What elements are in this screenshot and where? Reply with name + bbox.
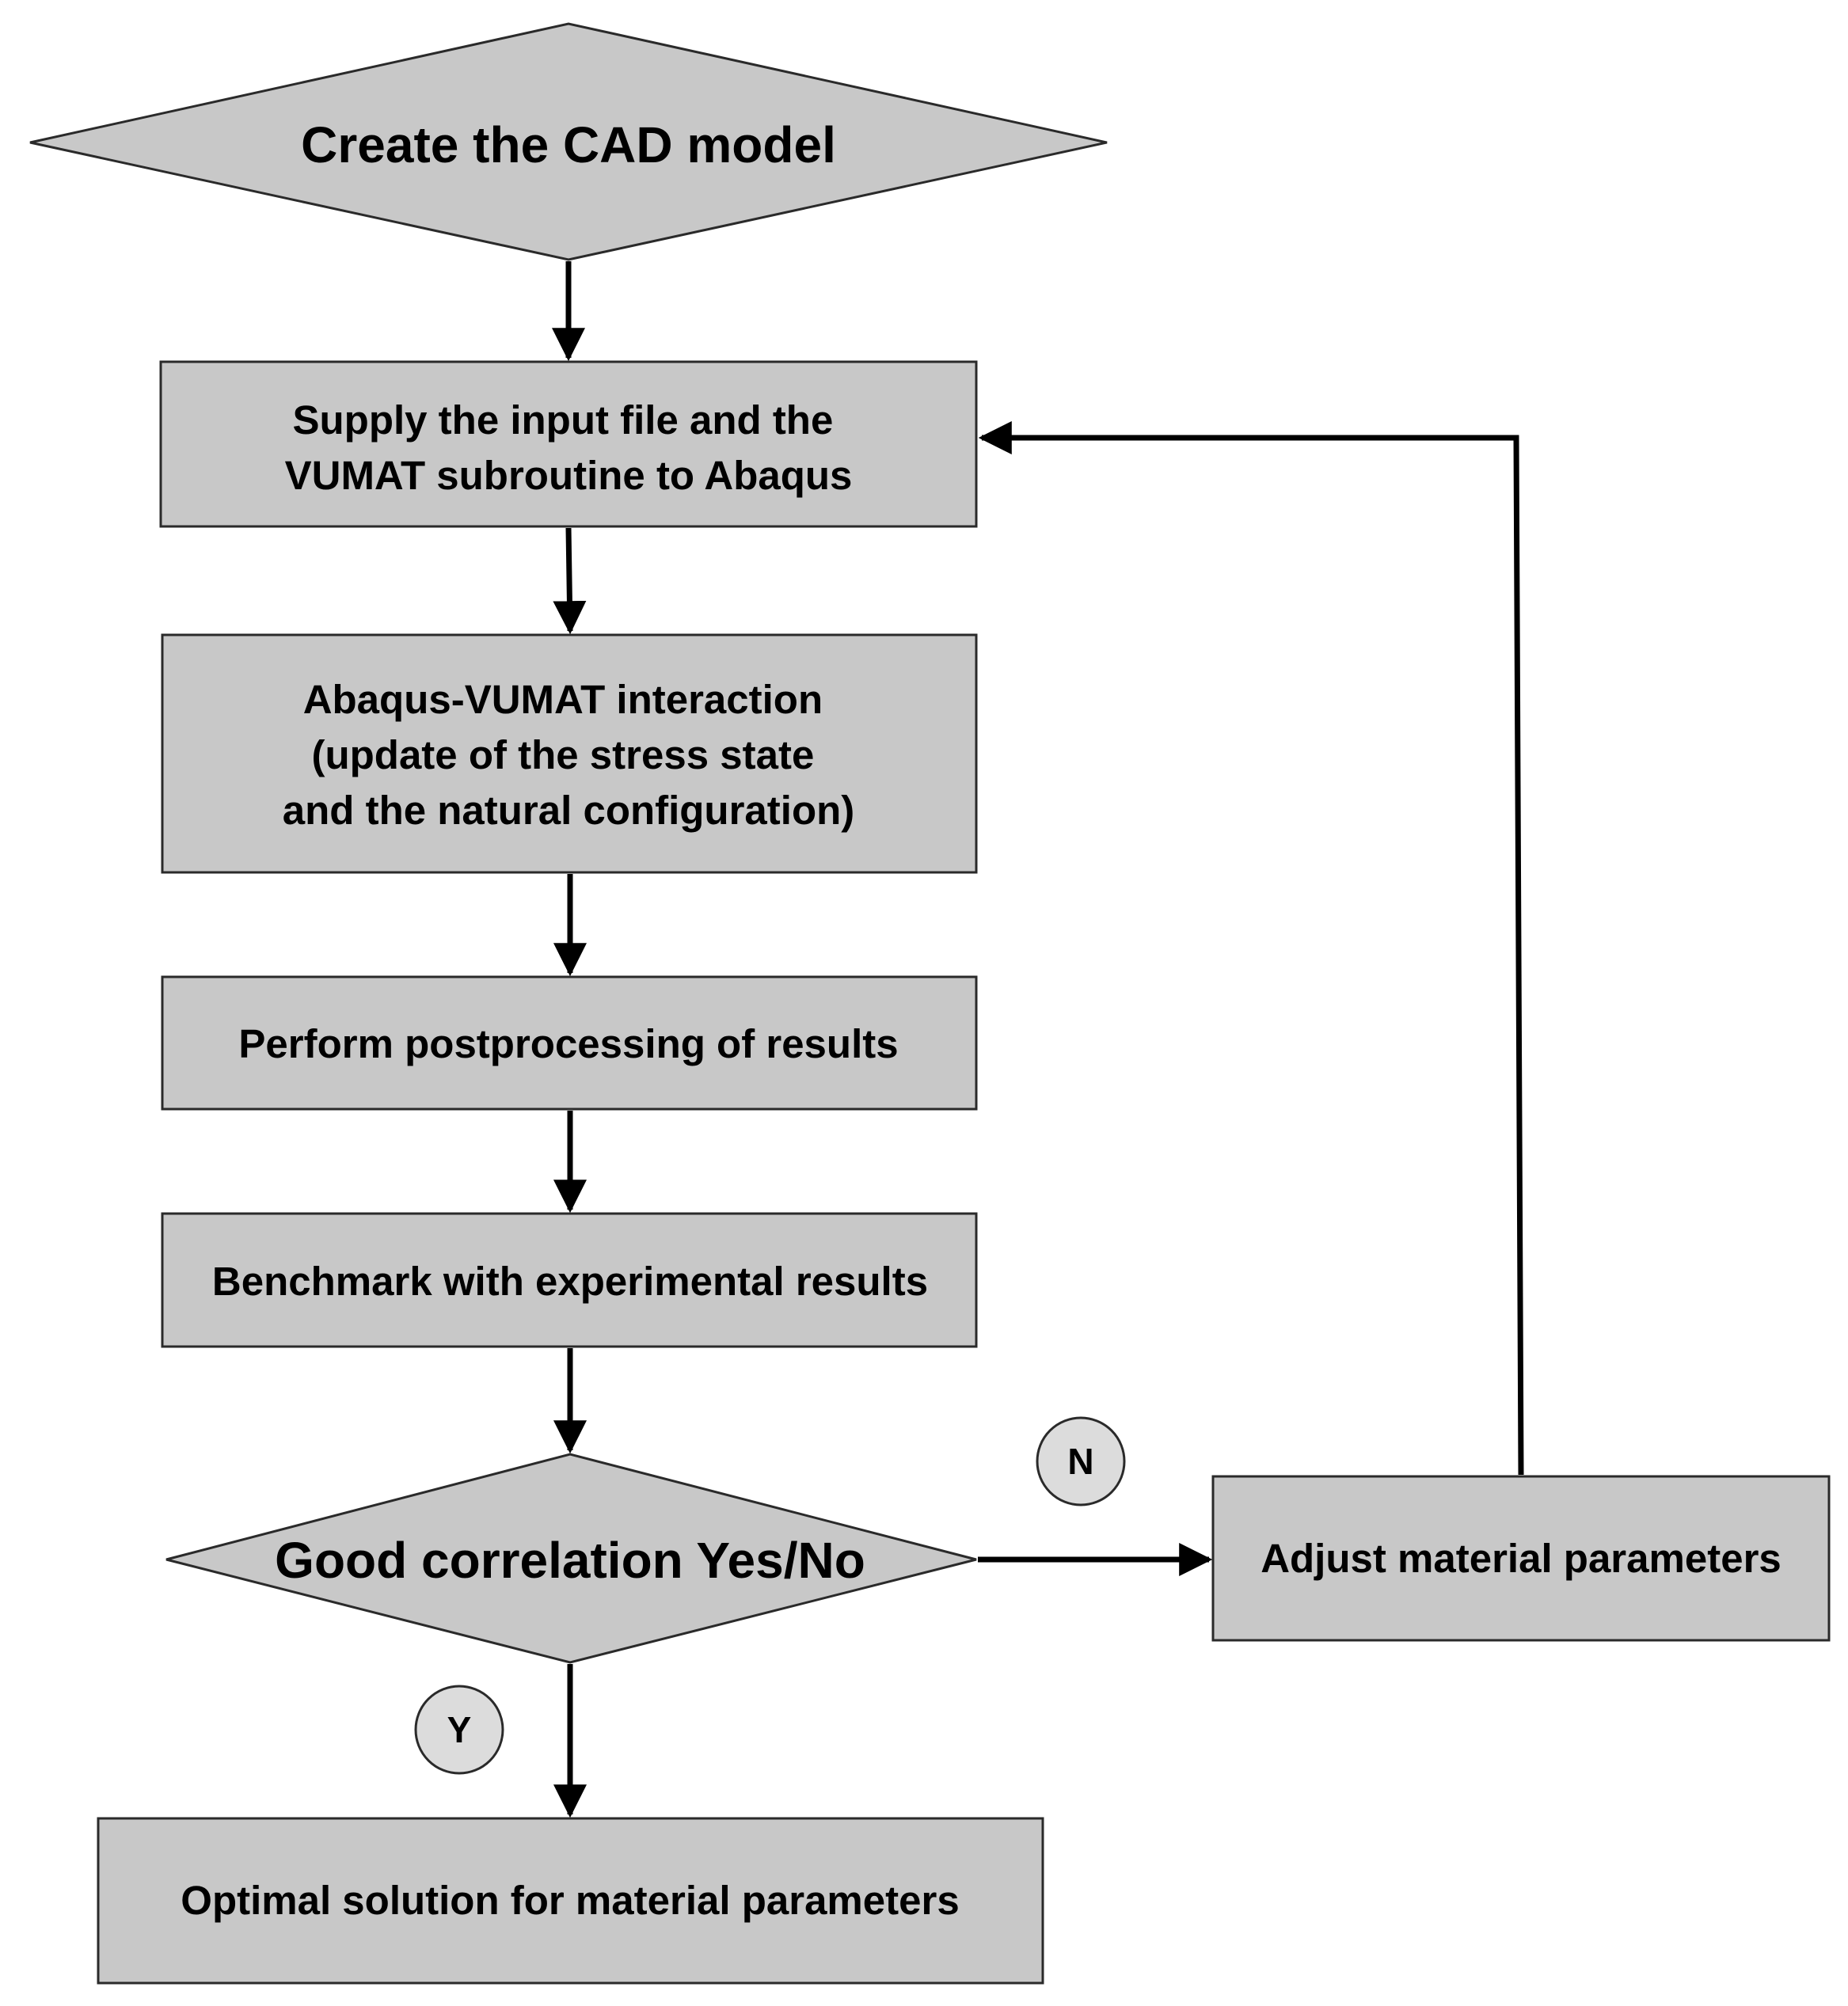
postprocess-node-label: Perform postprocessing of results (238, 1021, 898, 1066)
optimal-node-label: Optimal solution for material parameters (181, 1878, 959, 1923)
supply-node-label: Supply the input file and the VUMAT subr… (285, 397, 853, 498)
decision-node-label: Good correlation Yes/No (275, 1532, 865, 1589)
decision-diamond-shape (165, 1453, 977, 1664)
optimal-node: Optimal solution for material parameters (97, 1817, 1044, 1985)
yes-badge-circle (414, 1685, 504, 1775)
supply-node-line-1: Supply the input file and the (293, 397, 834, 443)
adjust-box-shape (1211, 1475, 1831, 1642)
interaction-box-shape (161, 633, 978, 874)
start-node-label: Create the CAD model (301, 116, 836, 173)
decision-node: Good correlation Yes/No (165, 1453, 977, 1664)
arrow-supply-to-interaction (553, 527, 587, 635)
supply-box-shape (159, 360, 978, 528)
no-branch-badge: N (1036, 1416, 1126, 1506)
interaction-node-line-2: (update of the stress state (312, 732, 815, 777)
start-node: Create the CAD model (29, 22, 1108, 261)
postprocess-box-shape (161, 975, 978, 1111)
yes-badge-label: Y (447, 1709, 472, 1750)
benchmark-node: Benchmark with experimental results (161, 1212, 978, 1348)
supply-node-line-2: VUMAT subroutine to Abaqus (285, 453, 853, 498)
start-diamond-shape (29, 22, 1108, 261)
optimal-box-shape (97, 1817, 1044, 1985)
interaction-node-line-1: Abaqus-VUMAT interaction (303, 677, 823, 722)
interaction-node: Abaqus-VUMAT interaction (update of the … (161, 633, 978, 874)
yes-branch-badge: Y (414, 1685, 504, 1775)
benchmark-box-shape (161, 1212, 978, 1348)
interaction-node-label: Abaqus-VUMAT interaction (update of the … (283, 677, 855, 833)
interaction-node-line-3: and the natural configuration) (283, 788, 855, 833)
no-badge-label: N (1067, 1441, 1093, 1482)
arrow-adjust-to-supply (978, 421, 1524, 1476)
adjust-node-label: Adjust material parameters (1261, 1536, 1781, 1581)
benchmark-node-label: Benchmark with experimental results (212, 1259, 928, 1304)
postprocess-node: Perform postprocessing of results (161, 975, 978, 1111)
adjust-node: Adjust material parameters (1211, 1475, 1831, 1642)
supply-node: Supply the input file and the VUMAT subr… (159, 360, 978, 528)
no-badge-circle (1036, 1416, 1126, 1506)
